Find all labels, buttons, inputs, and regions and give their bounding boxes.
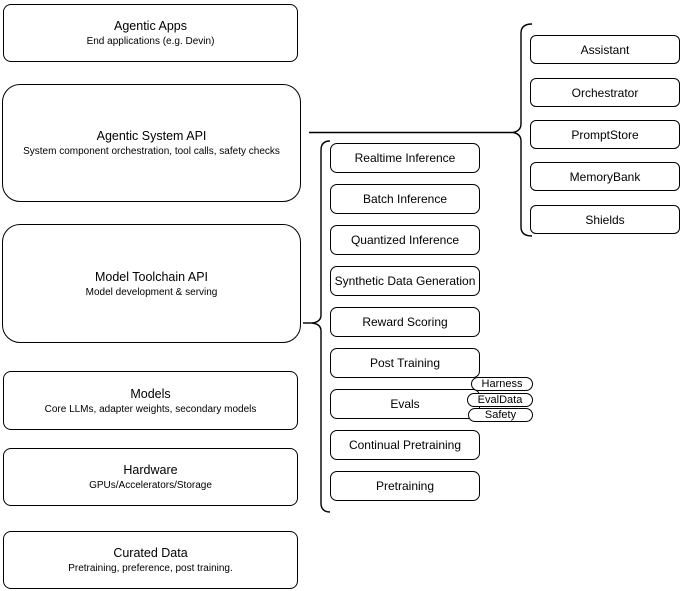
system-components-brace: [512, 23, 533, 237]
node-memorybank: MemoryBank: [530, 162, 680, 191]
node-orchestrator: Orchestrator: [530, 78, 680, 107]
node-models: Models Core LLMs, adapter weights, secon…: [3, 371, 298, 430]
node-title: Hardware: [123, 463, 178, 477]
tag-evaldata: EvalData: [467, 393, 533, 407]
node-title: Curated Data: [113, 546, 188, 560]
node-synthetic-data-generation: Synthetic Data Generation: [330, 266, 480, 296]
node-agentic-system-api: Agentic System API System component orch…: [2, 84, 301, 202]
node-agentic-apps: Agentic Apps End applications (e.g. Devi…: [3, 4, 298, 62]
node-title: Agentic Apps: [114, 19, 187, 33]
node-pretraining: Pretraining: [330, 471, 480, 501]
node-shields: Shields: [530, 205, 680, 234]
node-evals: Evals: [330, 389, 480, 419]
node-subtitle: Core LLMs, adapter weights, secondary mo…: [44, 403, 257, 415]
node-post-training: Post Training: [330, 348, 480, 378]
node-realtime-inference: Realtime Inference: [330, 143, 480, 173]
node-batch-inference: Batch Inference: [330, 184, 480, 214]
node-reward-scoring: Reward Scoring: [330, 307, 480, 337]
toolchain-components-brace: [311, 140, 331, 513]
node-subtitle: GPUs/Accelerators/Storage: [89, 480, 212, 491]
node-continual-pretraining: Continual Pretraining: [330, 430, 480, 460]
node-title: Models: [130, 386, 171, 401]
node-subtitle: Pretraining, preference, post training.: [68, 563, 233, 574]
node-assistant: Assistant: [530, 35, 680, 64]
node-title: Model Toolchain API: [94, 269, 209, 284]
node-hardware: Hardware GPUs/Accelerators/Storage: [3, 448, 298, 506]
node-model-toolchain-api: Model Toolchain API Model development & …: [2, 224, 301, 343]
tag-safety: Safety: [468, 408, 533, 422]
node-subtitle: Model development & serving: [85, 286, 218, 298]
node-subtitle: System component orchestration, tool cal…: [23, 146, 280, 157]
node-promptstore: PromptStore: [530, 120, 680, 149]
node-quantized-inference: Quantized Inference: [330, 225, 480, 255]
node-curated-data: Curated Data Pretraining, preference, po…: [3, 531, 298, 589]
tag-harness: Harness: [471, 377, 533, 391]
node-subtitle: End applications (e.g. Devin): [86, 36, 215, 47]
node-title: Agentic System API: [96, 129, 207, 143]
